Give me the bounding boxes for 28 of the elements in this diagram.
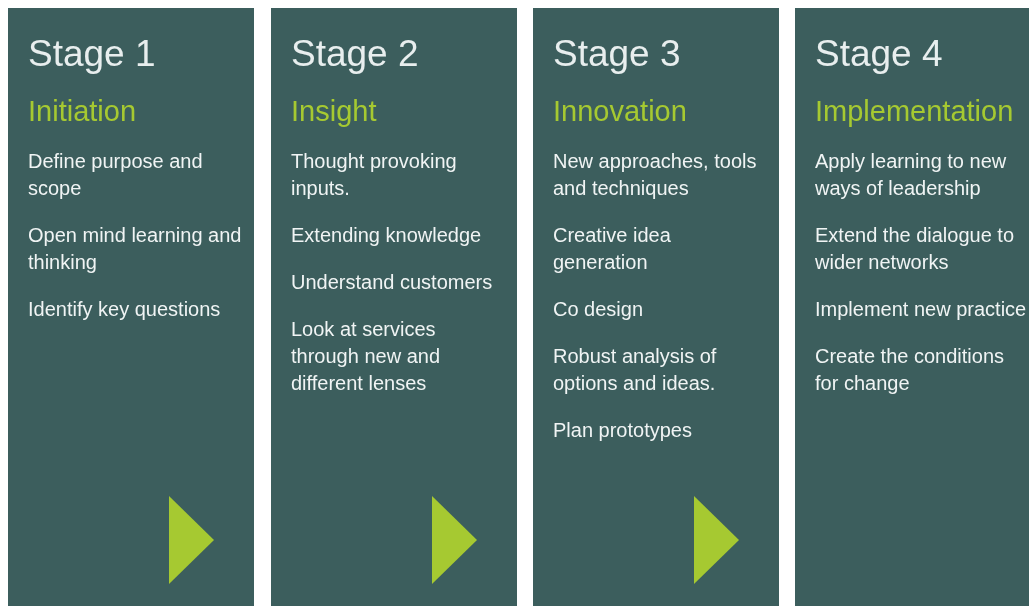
activity-text: Thought provoking inputs. <box>291 148 458 201</box>
activity-text: Extend the dialogue to wider networks <box>815 222 1016 275</box>
stage-panel <box>533 8 779 606</box>
activity-text: Co design <box>553 296 644 322</box>
activity-text: New approaches, tools and techniques <box>553 148 758 201</box>
activity-text: Implement new practice <box>815 296 1027 322</box>
activity-text: Identify key questions <box>28 296 221 322</box>
activity-text: Extending knowledge <box>291 222 482 248</box>
stage-panel <box>8 8 254 606</box>
activity-text: Plan prototypes <box>553 417 692 443</box>
activity-text: Create the conditions for change <box>815 343 1005 396</box>
stage-title: Stage 2 <box>291 34 419 75</box>
phase-heading: Initiation <box>28 94 136 128</box>
activity-text: Robust analysis of options and ideas. <box>553 343 718 396</box>
stage-panel <box>271 8 517 606</box>
stage-panel <box>795 8 1029 606</box>
stage-title: Stage 3 <box>553 34 681 75</box>
phase-heading: Insight <box>291 94 377 128</box>
stage-title: Stage 4 <box>815 34 943 75</box>
stage-title: Stage 1 <box>28 34 156 75</box>
activity-text: Creative idea generation <box>553 222 672 275</box>
activity-text: Understand customers <box>291 269 493 295</box>
phase-heading: Innovation <box>553 94 687 128</box>
activity-text: Look at services through new and different lenses <box>291 316 441 396</box>
activity-text: Open mind learning and thinking <box>28 222 243 275</box>
activity-text: Define purpose and scope <box>28 148 204 201</box>
phase-heading: Implementation <box>815 94 1014 128</box>
activity-text: Apply learning to new ways of leadership <box>815 148 1008 201</box>
